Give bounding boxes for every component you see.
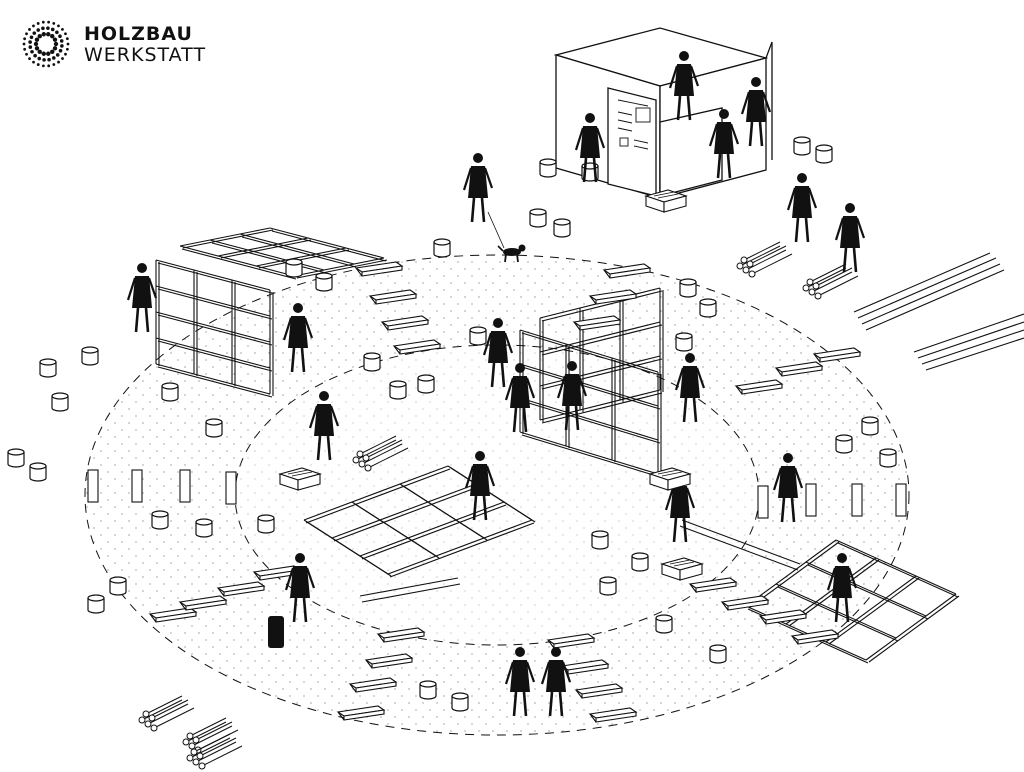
- wood-stump-icon: [39, 358, 57, 378]
- wood-stump-icon: [109, 576, 127, 596]
- wood-stump-icon: [81, 346, 99, 366]
- wood-plank-icon: [895, 483, 907, 517]
- wood-stump-icon: [389, 380, 407, 400]
- wood-plank-icon: [851, 483, 863, 517]
- suitcase-icon: [268, 616, 284, 648]
- timber-frame-icon: [155, 259, 274, 398]
- wood-stump-icon: [363, 352, 381, 372]
- wood-stump-icon: [679, 278, 697, 298]
- wood-stump-icon: [87, 594, 105, 614]
- wood-stump-icon: [861, 416, 879, 436]
- wood-stump-icon: [793, 136, 811, 156]
- log-pile-icon: [802, 263, 859, 300]
- wood-stump-icon: [699, 298, 717, 318]
- wood-stump-icon: [655, 614, 673, 634]
- wood-stump-icon: [591, 530, 609, 550]
- person-silhouette-icon: [462, 151, 494, 224]
- wood-stump-icon: [285, 258, 303, 278]
- wood-stump-icon: [553, 218, 571, 238]
- wood-stump-icon: [419, 680, 437, 700]
- log-pile-icon: [736, 241, 793, 278]
- wood-plank-icon: [225, 471, 237, 505]
- brand-name-line1: HOLZBAU: [84, 23, 193, 45]
- wood-stump-icon: [7, 448, 25, 468]
- wood-stump-icon: [599, 576, 617, 596]
- person-silhouette-icon: [834, 201, 866, 274]
- wood-stump-icon: [205, 418, 223, 438]
- timber-frames: [155, 227, 960, 664]
- wood-stump-icon: [835, 434, 853, 454]
- wood-stump-icon: [469, 326, 487, 346]
- wood-stump-icon: [631, 552, 649, 572]
- dog-icon: [497, 244, 526, 263]
- brand-name-line2: WERKSTATT: [84, 44, 207, 66]
- wood-plank-icon: [805, 483, 817, 517]
- wood-stump-icon: [51, 392, 69, 412]
- brand-logo: HOLZBAU WERKSTATT: [18, 16, 258, 72]
- wood-stump-icon: [709, 644, 727, 664]
- wood-stump-icon: [451, 692, 469, 712]
- log-pile-icon: [138, 695, 195, 732]
- wood-stump-icon: [675, 332, 693, 352]
- wood-stump-icon: [315, 272, 333, 292]
- wood-stump-icon: [29, 462, 47, 482]
- long-poles: [359, 252, 1024, 603]
- wood-stump-icon: [539, 158, 557, 178]
- timber-frame-icon: [303, 465, 536, 578]
- wood-stump-icon: [433, 238, 451, 258]
- wood-stump-icon: [161, 382, 179, 402]
- wood-stump-icon: [529, 208, 547, 228]
- wood-stump-icon: [151, 510, 169, 530]
- wood-stump-icon: [815, 144, 833, 164]
- person-silhouette-icon: [126, 261, 158, 334]
- wood-stump-icon: [417, 374, 435, 394]
- people-silhouettes: [126, 49, 866, 718]
- wood-plank-icon: [87, 469, 99, 503]
- wood-plank-icon: [131, 469, 143, 503]
- wood-plank-icon: [179, 469, 191, 503]
- wood-stump-icon: [257, 514, 275, 534]
- dotted-sunburst-icon: [22, 20, 70, 68]
- wood-stump-icon: [879, 448, 897, 468]
- person-silhouette-icon: [786, 171, 818, 244]
- wood-plank-icon: [757, 485, 769, 519]
- timber-frame-icon: [179, 227, 388, 280]
- wood-stump-icon: [195, 518, 213, 538]
